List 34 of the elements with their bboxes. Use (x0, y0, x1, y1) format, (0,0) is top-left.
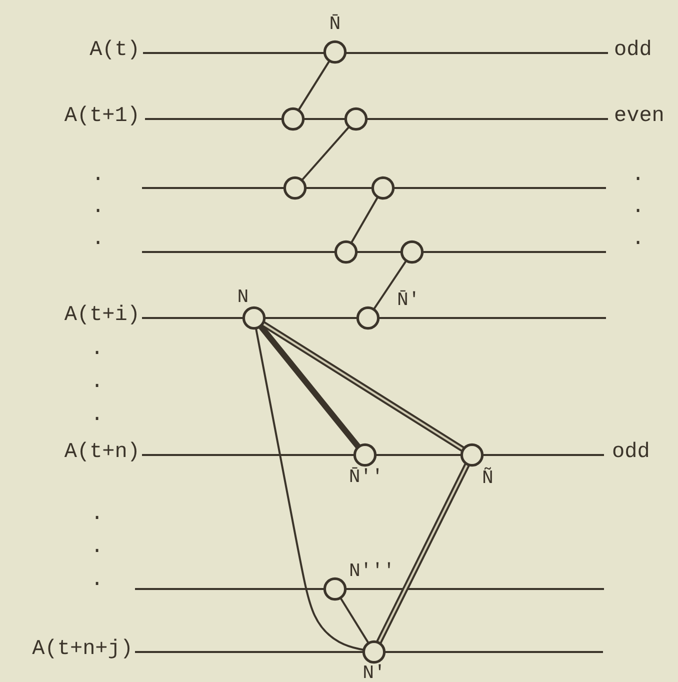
ellipsis-dot: . (90, 569, 104, 593)
row-label: A(t+n) (64, 441, 140, 465)
parity-label: odd (612, 441, 650, 465)
connector-line (258, 324, 360, 448)
ellipsis-dot: . (90, 371, 104, 395)
ellipsis-dot: . (90, 404, 104, 428)
row-label: A(t+1) (64, 105, 140, 129)
node-label: N (237, 286, 249, 308)
node-label: N̄ (329, 13, 341, 35)
connector-line (373, 260, 407, 310)
connector-line (302, 126, 350, 180)
ellipsis-dot: . (90, 503, 104, 527)
node-label: Ñ (482, 467, 494, 489)
parity-label: even (614, 105, 664, 129)
connector-line (350, 197, 378, 243)
node-label: N''' (349, 560, 395, 582)
ellipsis-dot: . (632, 164, 644, 188)
ellipsis-dot: . (632, 228, 644, 252)
ellipsis-dot: . (92, 196, 104, 220)
node-label: N̄' (397, 289, 420, 311)
ellipsis-dot: . (90, 536, 104, 560)
ellipsis-dot: . (90, 338, 104, 362)
row-label: A(t) (90, 39, 140, 63)
ellipsis-dot: . (92, 228, 104, 252)
parity-label: odd (614, 39, 652, 63)
node-label: N̄'' (348, 466, 384, 488)
ellipsis-dot: . (92, 164, 104, 188)
row-label: A(t+n+j) (32, 638, 133, 662)
ellipsis-dot: . (632, 196, 644, 220)
row-label: A(t+i) (64, 304, 140, 328)
connector-line (255, 328, 364, 651)
connector-line (298, 60, 330, 110)
node-label: N' (362, 662, 386, 682)
connector-line (340, 598, 370, 644)
